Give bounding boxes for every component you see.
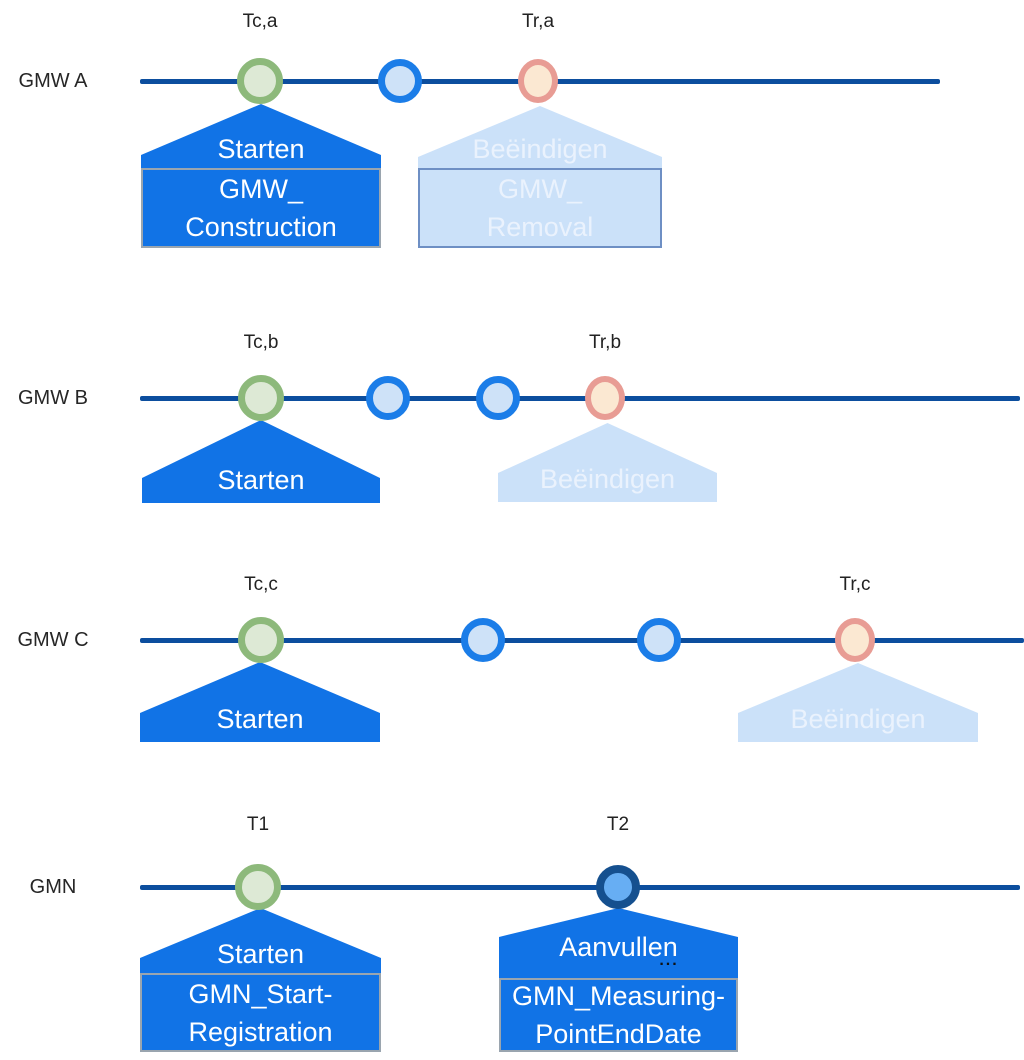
orange-marker [585,376,625,420]
callout-box-text: Registration [188,1016,333,1047]
time-label: Tc,c [244,574,278,595]
callout-box: GMN_Start- Registration [140,973,381,1052]
green-marker [238,375,284,421]
callout-box-text: GMW_ [219,174,303,204]
callout-box-text: Removal [486,212,594,242]
callout-label: Beëindigen [539,464,676,494]
timeline-row-label: GMN [29,876,77,898]
callout-label: Starten [217,134,305,164]
callout-label: Starten [216,704,304,734]
timeline-row-label: GMW A [18,70,88,92]
callout-label: Beëindigen [790,704,926,734]
blue-marker [461,618,505,662]
orange-marker [835,618,875,662]
callout-pentagon: Beëindigen [738,663,978,742]
green-marker [237,58,283,104]
green-marker [235,864,281,910]
orange-marker [518,59,558,103]
timeline-row-label: GMW B [18,387,88,409]
callout-pentagon: Beëindigen [498,423,717,502]
timeline-row-label: GMW C [17,629,89,651]
blue-marker [378,59,422,103]
callout-box-text: Construction [185,212,337,242]
timeline-line [140,638,1024,643]
time-label: Tc,b [243,332,279,353]
callout-pentagon: Aanvullen [499,908,738,978]
callout-box-text: GMN_Start- [188,978,333,1009]
time-label: Tr,c [839,574,871,595]
callout-box-text: PointEndDate [535,1019,702,1049]
blue-marker [637,618,681,662]
ellipsis-dots: ... [659,952,679,969]
callout-label: Beëindigen [472,134,608,164]
callout-label: Starten [216,939,305,969]
blue-marker [476,376,520,420]
navy-marker [596,865,640,909]
time-label: Tr,a [521,11,555,32]
callout-pentagon: Beëindigen [418,106,662,168]
time-label: Tc,a [242,11,278,32]
blue-marker [366,376,410,420]
callout-pentagon: Starten [141,104,381,168]
callout-box: GMW_ Removal [418,168,662,248]
callout-box: GMW_ Construction [141,168,381,248]
callout-pentagon: Starten [142,420,380,503]
callout-label: Aanvullen [559,932,678,962]
callout-pentagon: Starten [140,908,381,973]
time-label: Tr,b [588,332,622,353]
callout-box: GMN_Measuring- PointEndDate [499,978,738,1052]
timeline-line [140,885,1020,890]
time-label: T1 [246,814,270,835]
callout-pentagon: Starten [140,662,380,742]
callout-box-text: GMW_ [498,174,582,204]
callout-label: Starten [217,465,305,495]
timeline-line [140,396,1020,401]
callout-box-text: GMN_Measuring- [511,981,726,1011]
green-marker [238,617,284,663]
time-label: T2 [606,814,630,835]
